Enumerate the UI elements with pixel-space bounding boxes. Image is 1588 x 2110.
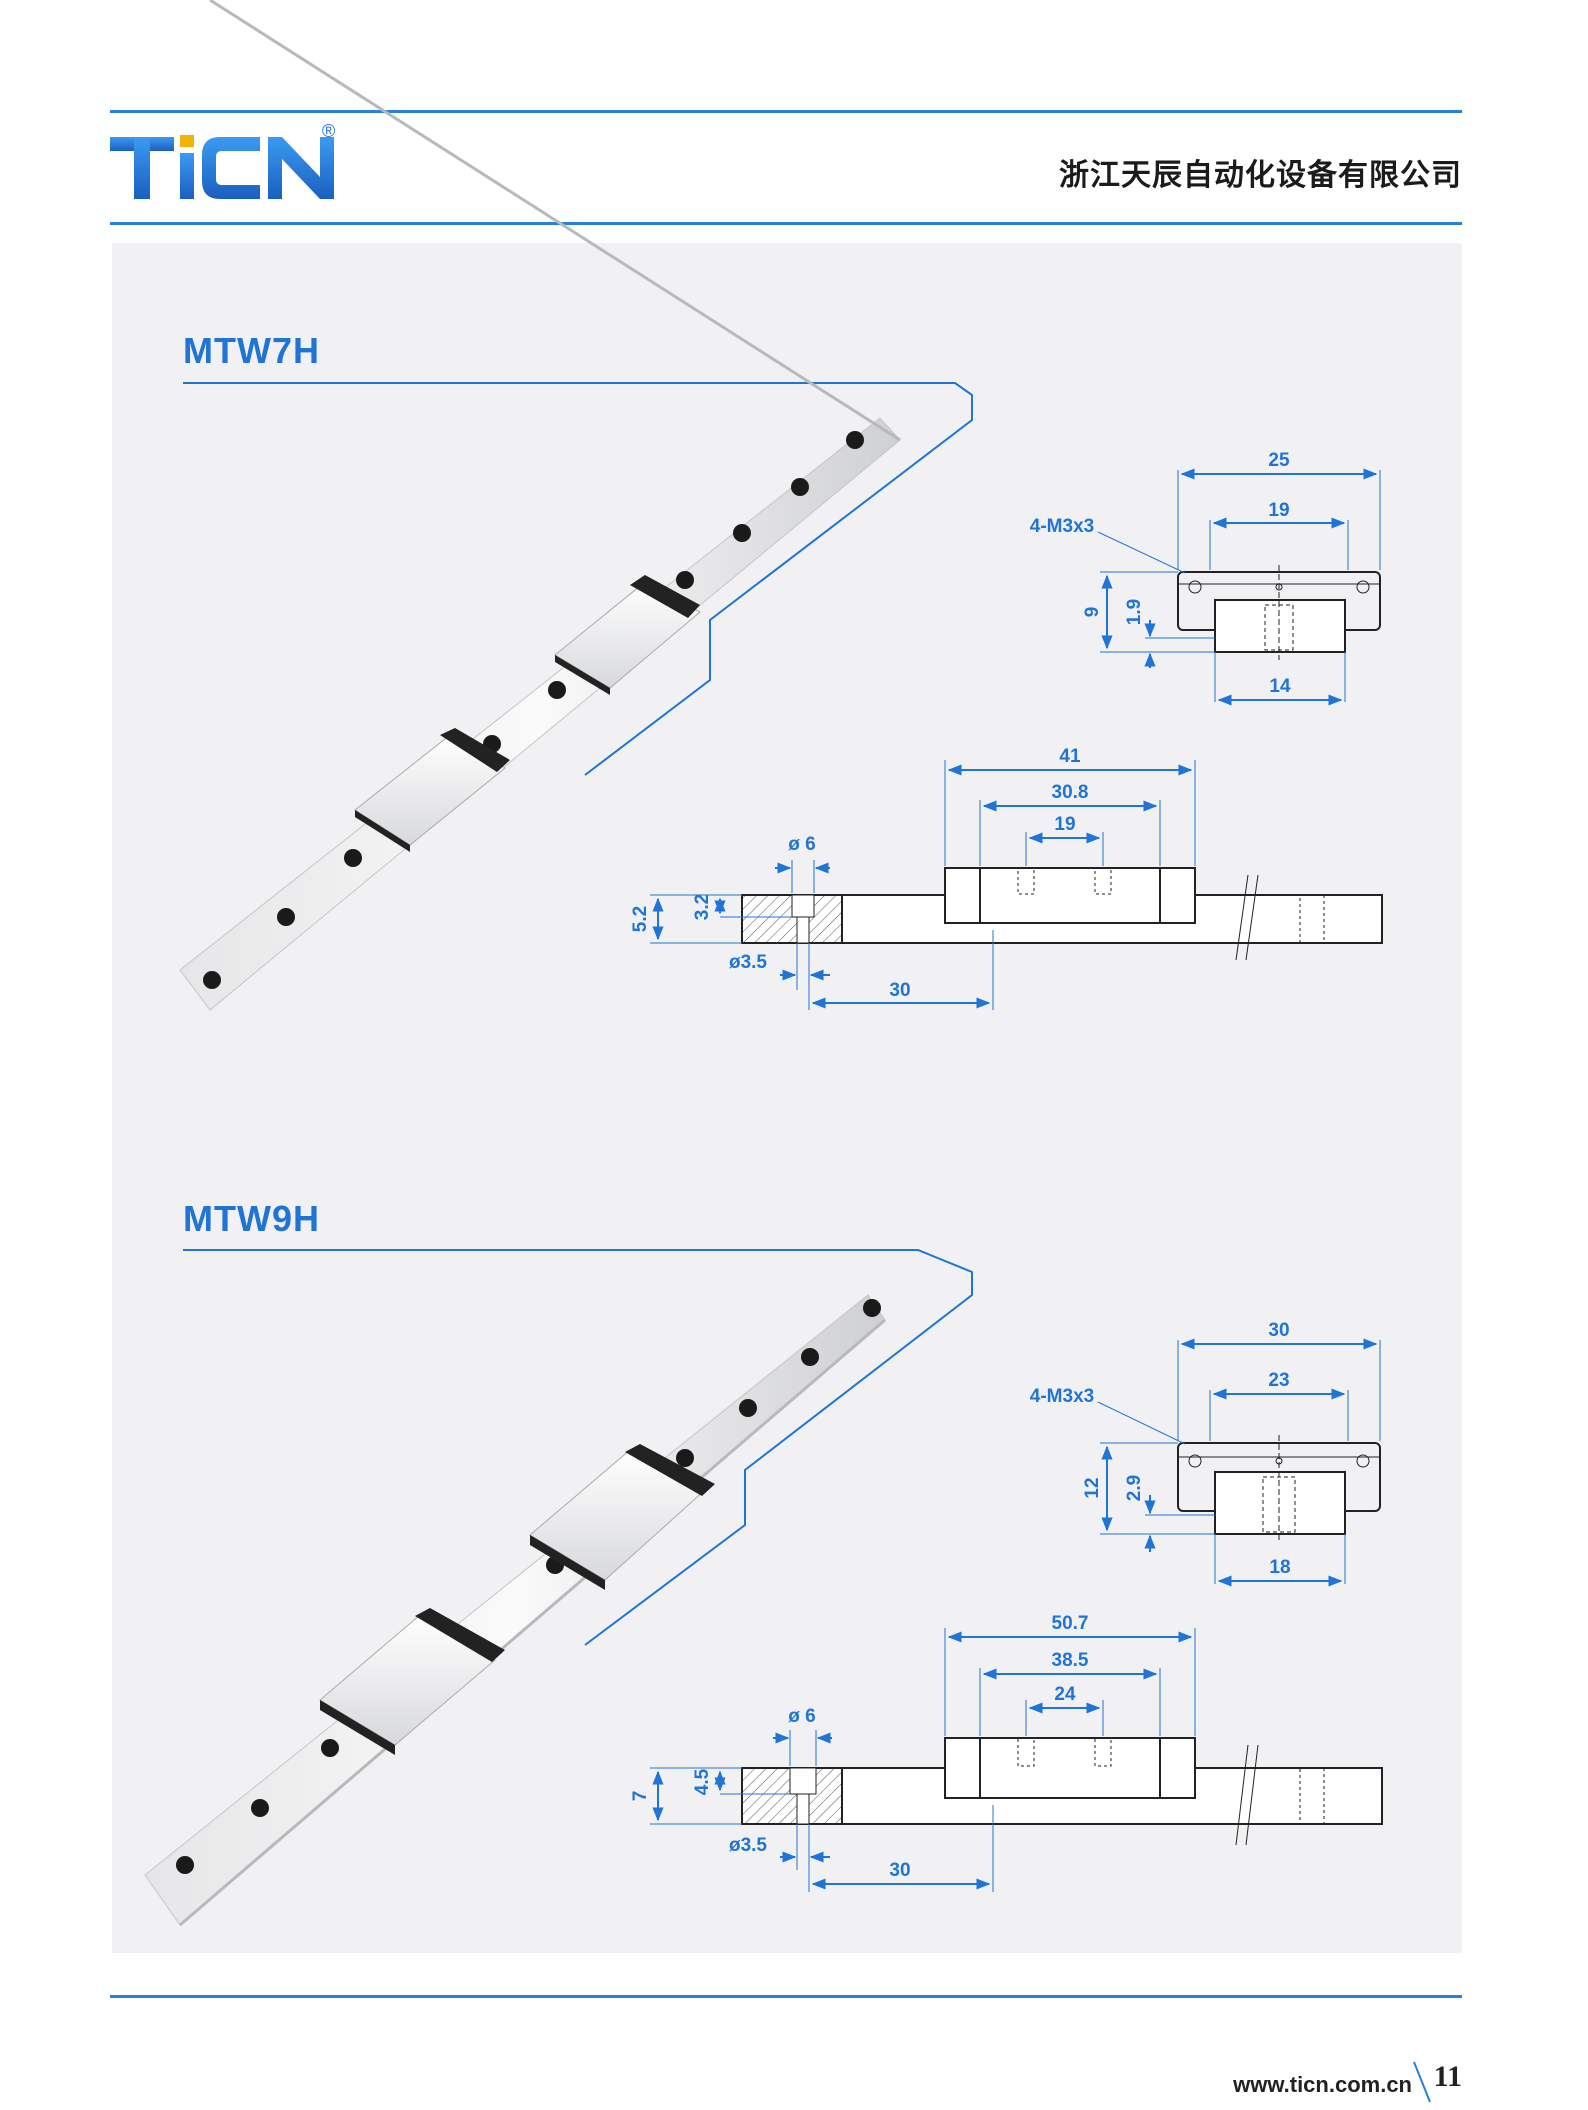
dim-hole-pitch: 24 — [1054, 1684, 1076, 1705]
side-view-mtw9h — [650, 1628, 1383, 1892]
dim-thread: 4-M3x3 — [1030, 516, 1094, 537]
dim-counterbore-depth: 3.2 — [692, 894, 713, 920]
model-title-mtw9h: MTW9H — [183, 1198, 320, 1239]
dim-counterbore-depth: 4.5 — [692, 1768, 713, 1795]
footer-line — [110, 1995, 1462, 1998]
dim-hole: ø3.5 — [729, 952, 767, 973]
company-name: 浙江天辰自动化设备有限公司 — [1059, 158, 1462, 193]
rail-photo-mtw9h — [144, 1294, 886, 1927]
dim-length-total: 50.7 — [1052, 1613, 1089, 1634]
header-bottom-line — [110, 222, 1462, 225]
ticn-logo: ® — [110, 121, 350, 207]
dim-rail-width: 18 — [1269, 1557, 1290, 1578]
model-title-mtw7h: MTW7H — [183, 330, 320, 371]
dim-width-block: 23 — [1268, 1370, 1289, 1391]
dim-hole-pitch: 19 — [1054, 814, 1075, 835]
registered-mark: ® — [322, 121, 336, 141]
dim-rail-height: 7 — [630, 1791, 651, 1802]
dim-rail-height: 5.2 — [630, 906, 651, 932]
dim-thread: 4-M3x3 — [1030, 1386, 1094, 1407]
footer-url[interactable]: www.ticn.com.cn — [1233, 2072, 1412, 2097]
footer-separator — [1413, 2061, 1431, 2103]
end-view-mtw9h — [1097, 1338, 1381, 1587]
dim-height: 12 — [1082, 1477, 1103, 1498]
end-view-mtw7h — [1097, 468, 1381, 706]
dim-height: 9 — [1082, 607, 1103, 618]
section-bracket-mtw7h — [183, 382, 973, 776]
dim-length-body: 38.5 — [1052, 1650, 1089, 1671]
dim-width-block: 19 — [1268, 500, 1289, 521]
dim-length-total: 41 — [1059, 746, 1081, 767]
dim-counterbore: ø 6 — [788, 1706, 815, 1727]
section-bracket-mtw9h — [183, 1249, 973, 1646]
header-top-line — [110, 110, 1462, 113]
rail-photo-mtw7h — [179, 0, 901, 1011]
dim-height-small: 2.9 — [1124, 1475, 1145, 1501]
dim-counterbore: ø 6 — [788, 834, 815, 855]
dim-width-total: 30 — [1268, 1320, 1289, 1341]
dim-rail-pitch: 30 — [889, 980, 910, 1001]
side-view-mtw7h — [650, 760, 1383, 1010]
dim-height-small: 1.9 — [1124, 599, 1145, 625]
dim-rail-pitch: 30 — [889, 1860, 910, 1881]
dim-length-body: 30.8 — [1052, 782, 1089, 803]
dim-rail-width: 14 — [1269, 676, 1291, 697]
page-number: 11 — [1433, 2060, 1462, 2093]
dim-width-total: 25 — [1268, 450, 1290, 471]
dim-hole: ø3.5 — [729, 1835, 767, 1856]
